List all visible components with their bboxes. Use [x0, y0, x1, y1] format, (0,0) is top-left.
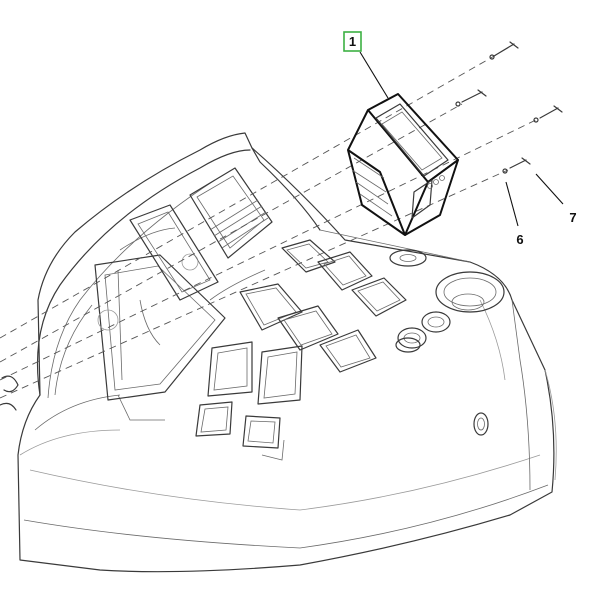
callout-1-label: 1 [349, 34, 356, 49]
knobs-cupholder [389, 249, 505, 436]
callout-1-highlight [343, 31, 362, 52]
callout-6[interactable]: 6 [516, 232, 523, 247]
callout-1[interactable]: 1 [343, 31, 362, 52]
callout-6-label: 6 [516, 232, 523, 247]
callout-7-label: 7 [569, 210, 576, 225]
cluster-opening [94, 227, 226, 401]
switch-panel [195, 239, 407, 461]
monitor-part [347, 93, 459, 236]
leader-lines [359, 51, 564, 227]
assembly-lines [0, 54, 541, 399]
console-body [0, 132, 557, 573]
screws [455, 41, 563, 174]
callout-7[interactable]: 7 [569, 210, 576, 225]
monitor-opening [129, 167, 273, 301]
